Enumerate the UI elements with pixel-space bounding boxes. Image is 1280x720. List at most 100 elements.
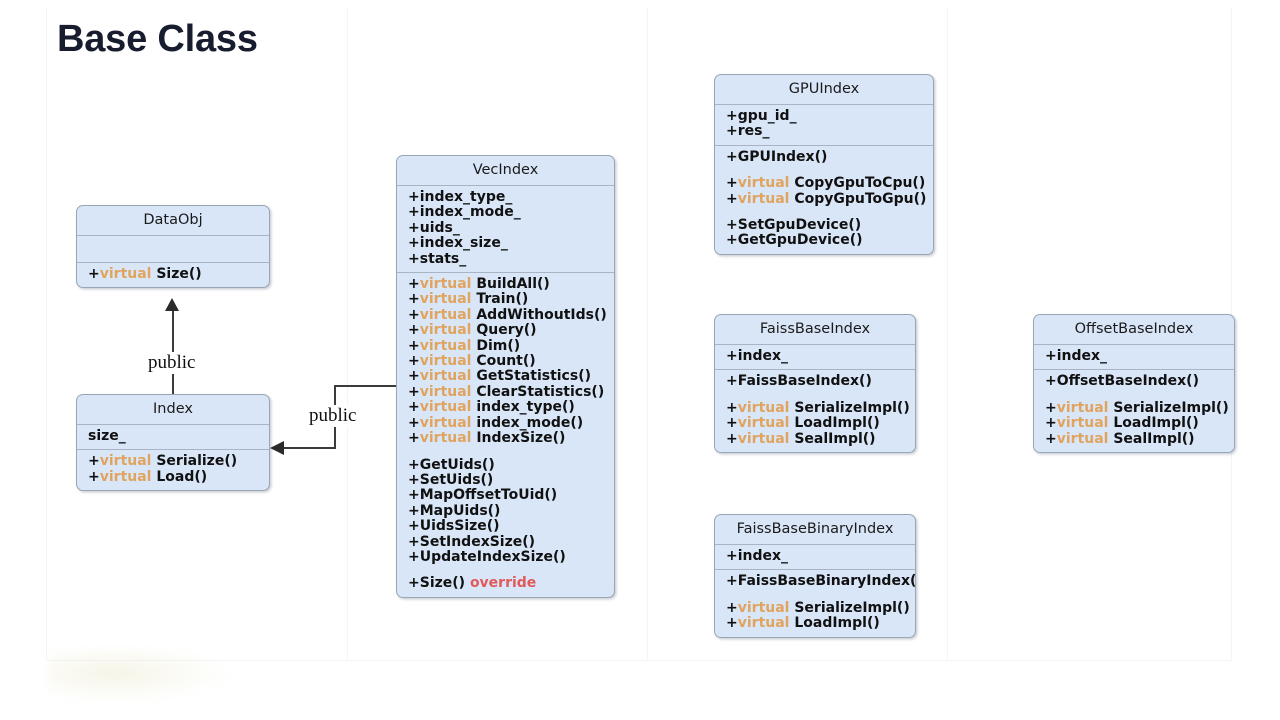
class-box-faissbaseindex[interactable]: FaissBaseIndex +index_ +FaissBaseIndex()… — [714, 314, 916, 454]
member-name: index_type_ — [419, 189, 513, 205]
virtual-keyword: virtual — [419, 322, 472, 339]
member-name: Serialize() — [156, 453, 238, 470]
member-name: res_ — [737, 123, 770, 140]
virtual-keyword: virtual — [419, 414, 472, 431]
visibility-marker: + — [726, 232, 738, 249]
class-title-gpuindex: GPUIndex — [715, 75, 933, 105]
visibility-marker: + — [726, 190, 738, 207]
page-title: Base Class — [57, 18, 258, 60]
member-name: SerializeImpl() — [1113, 399, 1229, 416]
member-line: +virtual Size() — [77, 266, 269, 282]
visibility-marker: + — [726, 148, 738, 165]
visibility-marker: + — [408, 353, 420, 370]
override-keyword: override — [469, 575, 537, 592]
member-name: MapUids() — [419, 502, 501, 519]
class-title-faissbaseindex: FaissBaseIndex — [715, 315, 915, 345]
member-name: GetGpuDevice() — [737, 232, 863, 249]
class-attributes-dataobj — [77, 236, 269, 263]
member-line: +virtual Load() — [77, 468, 269, 485]
member-name: AddWithoutIds() — [476, 306, 607, 323]
inheritance-arrow-icon — [270, 441, 284, 455]
member-line: +GPUIndex() — [715, 148, 933, 165]
class-attributes-vecindex: +index_type_ +index_mode_ +uids_ +index_… — [397, 186, 614, 274]
member-line: +virtual index_mode() — [397, 414, 614, 431]
member-line: +UpdateIndexSize() — [397, 549, 614, 565]
member-line: +virtual SerializeImpl() — [715, 599, 915, 616]
visibility-marker: + — [88, 266, 100, 282]
visibility-marker: + — [408, 204, 420, 221]
member-line: +gpu_id_ — [715, 108, 933, 124]
member-name: Query() — [476, 322, 537, 339]
visibility-marker: + — [408, 337, 420, 354]
class-box-index[interactable]: Index size_ +virtual Serialize() +virtua… — [76, 394, 270, 492]
class-title-offsetbaseindex: OffsetBaseIndex — [1034, 315, 1234, 345]
member-line: +OffsetBaseIndex() — [1034, 374, 1234, 389]
member-name: LoadImpl() — [794, 615, 880, 632]
member-line: +SetIndexSize() — [397, 533, 614, 550]
class-methods-index: +virtual Serialize() +virtual Load() — [77, 450, 269, 490]
visibility-marker: + — [408, 276, 420, 293]
virtual-keyword: virtual — [99, 266, 152, 282]
virtual-keyword: virtual — [99, 453, 152, 470]
visibility-marker: + — [408, 291, 420, 308]
member-name: SerializeImpl() — [794, 399, 910, 416]
visibility-marker: + — [726, 548, 738, 564]
visibility-marker: + — [1045, 373, 1057, 390]
class-title-index: Index — [77, 395, 269, 425]
visibility-marker: + — [726, 175, 738, 192]
member-line: +GetGpuDevice() — [715, 233, 933, 248]
member-line: +res_ — [715, 124, 933, 139]
visibility-marker: + — [408, 322, 420, 339]
member-line: +index_ — [1034, 348, 1234, 364]
member-line: +virtual SerializeImpl() — [1034, 399, 1234, 416]
class-attributes-faissbaseindex: +index_ — [715, 345, 915, 371]
visibility-marker: + — [726, 415, 738, 432]
member-line: +index_size_ — [397, 236, 614, 251]
visibility-marker: + — [408, 250, 420, 267]
class-title-dataobj: DataObj — [77, 206, 269, 236]
visibility-marker: + — [88, 453, 100, 470]
member-line: +virtual SerializeImpl() — [715, 399, 915, 416]
visibility-marker: + — [726, 348, 738, 364]
member-line: +virtual LoadImpl() — [1034, 416, 1234, 431]
class-box-vecindex[interactable]: VecIndex +index_type_ +index_mode_ +uids… — [396, 155, 615, 598]
visibility-marker: + — [408, 456, 420, 473]
class-box-dataobj[interactable]: DataObj +virtual Size() — [76, 205, 270, 289]
guide-line-vertical — [947, 8, 948, 660]
member-line: +stats_ — [397, 250, 614, 267]
member-line: +virtual AddWithoutIds() — [397, 306, 614, 323]
member-line: +GetUids() — [397, 456, 614, 473]
class-title-vecindex: VecIndex — [397, 156, 614, 186]
member-line: +SetUids() — [397, 472, 614, 488]
member-line: +virtual index_type() — [397, 400, 614, 415]
virtual-keyword: virtual — [419, 306, 472, 323]
class-box-offsetbaseindex[interactable]: OffsetBaseIndex +index_ +OffsetBaseIndex… — [1033, 314, 1235, 454]
class-attributes-offsetbaseindex: +index_ — [1034, 345, 1234, 371]
visibility-marker: + — [408, 414, 420, 431]
virtual-keyword: virtual — [737, 599, 790, 616]
visibility-marker: + — [408, 518, 420, 535]
class-methods-dataobj: +virtual Size() — [77, 263, 269, 287]
member-line: +virtual LoadImpl() — [715, 416, 915, 431]
virtual-keyword: virtual — [737, 175, 790, 192]
virtual-keyword: virtual — [419, 291, 472, 308]
guide-line-vertical — [347, 8, 348, 660]
member-name: index_ — [737, 348, 789, 364]
connector-label-index-to-dataobj: public — [145, 352, 199, 374]
visibility-marker: + — [1045, 415, 1057, 432]
virtual-keyword: virtual — [419, 337, 472, 354]
visibility-marker: + — [88, 468, 100, 485]
visibility-marker: + — [408, 368, 420, 385]
visibility-marker: + — [726, 123, 738, 140]
member-name: SealImpl() — [794, 430, 876, 447]
member-name: index_type() — [476, 399, 575, 416]
member-name: SetIndexSize() — [419, 533, 536, 550]
visibility-marker: + — [408, 399, 420, 416]
virtual-keyword: virtual — [737, 190, 790, 207]
member-name: Size() — [419, 575, 466, 592]
class-box-gpuindex[interactable]: GPUIndex +gpu_id_ +res_ +GPUIndex() +vir… — [714, 74, 934, 255]
virtual-keyword: virtual — [419, 383, 472, 400]
visibility-marker: + — [726, 615, 738, 632]
class-box-faissbasebinaryindex[interactable]: FaissBaseBinaryIndex +index_ +FaissBaseB… — [714, 514, 916, 638]
member-line: +MapOffsetToUid() — [397, 488, 614, 503]
